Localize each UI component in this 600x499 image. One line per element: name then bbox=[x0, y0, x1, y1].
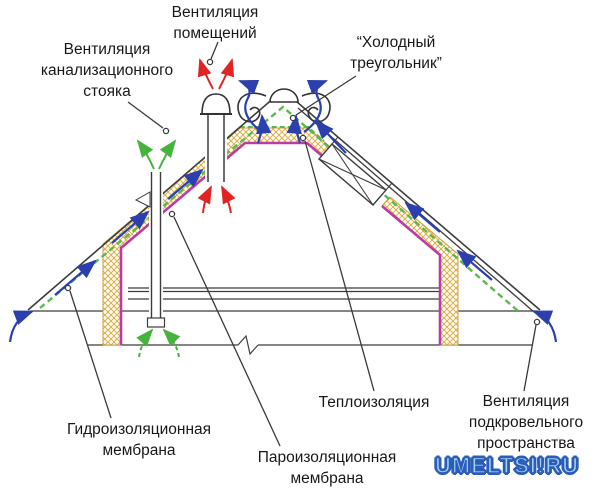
ridge-exhaust-left bbox=[237, 79, 263, 133]
left-eave-intake-arrow bbox=[8, 310, 35, 343]
room-vent-pipe bbox=[200, 93, 232, 182]
ridge-exhaust-right bbox=[303, 79, 329, 133]
label-cold-triangle: “Холодный треугольник” bbox=[350, 34, 442, 72]
sewer-vent-pipe bbox=[134, 172, 166, 328]
label-underroof-ventilation: Вентиляция подкровельного пространства bbox=[468, 393, 584, 452]
label-vapor-barrier-membrane: Пароизоляционная мембрана bbox=[257, 449, 397, 487]
right-eave-intake-arrow bbox=[531, 310, 558, 343]
sewer-air-arrows-green bbox=[136, 139, 181, 358]
cross-braced-panel bbox=[318, 136, 393, 206]
airflow-arrows-blue bbox=[8, 79, 558, 343]
site-watermark: UMELTSI!RU bbox=[434, 452, 580, 479]
label-thermal-insulation: Теплоизоляция bbox=[318, 394, 430, 411]
label-waterproofing-membrane: Гидроизоляционная мембрана bbox=[66, 421, 212, 459]
leader-lines bbox=[64, 41, 541, 447]
label-room-ventilation: Вентиляция помещений bbox=[171, 4, 259, 42]
room-air-arrows-red bbox=[197, 58, 236, 214]
vapor-barrier-line bbox=[119, 141, 335, 345]
waterproofing-membrane-line bbox=[39, 105, 519, 312]
ridge-vent-cap bbox=[237, 88, 331, 123]
break-symbol bbox=[237, 334, 259, 356]
label-sewer-riser-ventilation: Вентиляция канализационного стояка bbox=[40, 41, 174, 100]
